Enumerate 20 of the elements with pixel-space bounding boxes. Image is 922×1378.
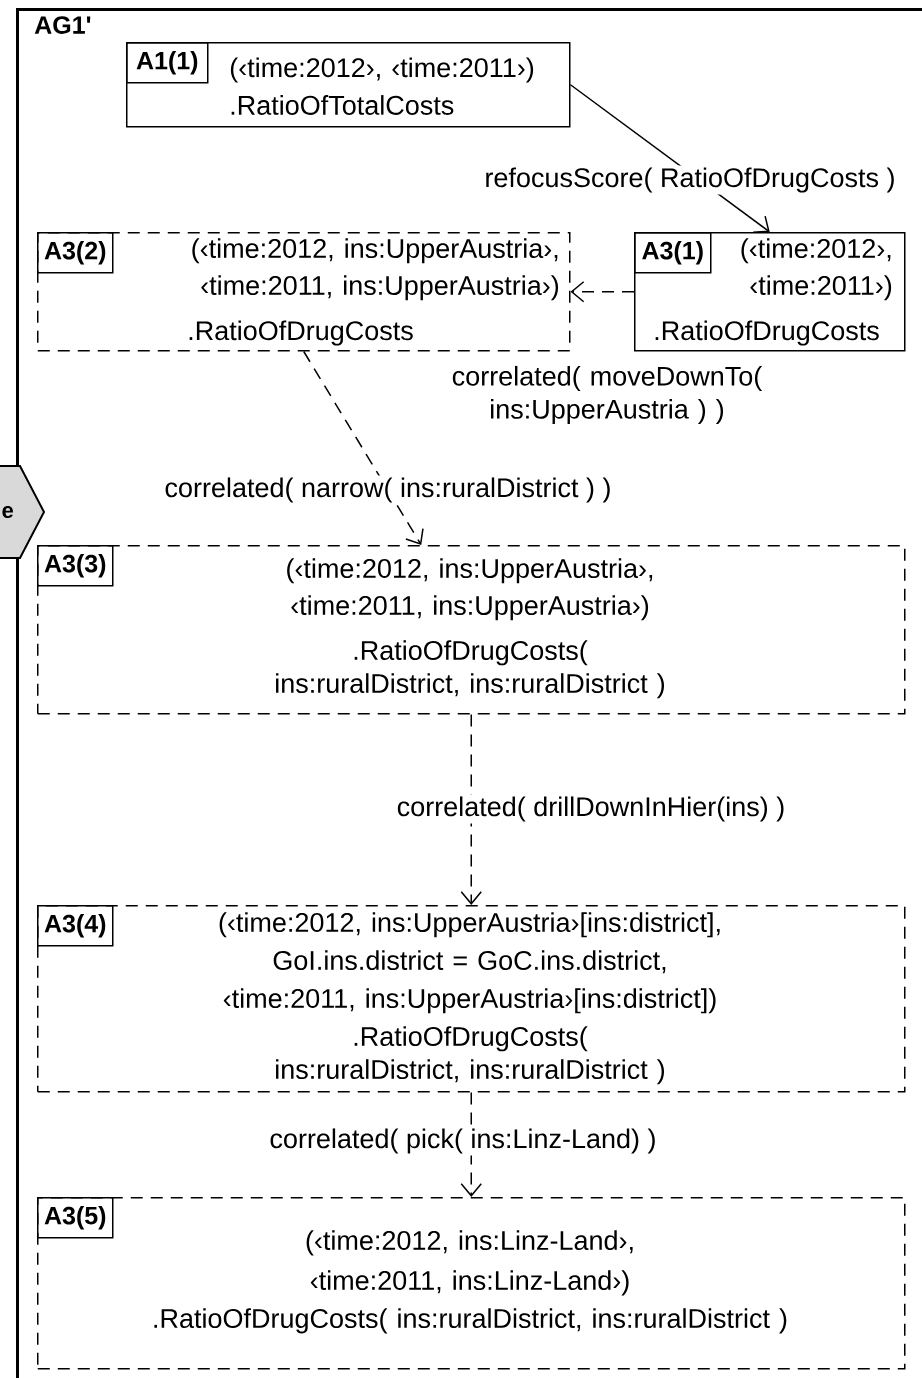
dashed-box: A3(4) (‹time:2012, ins:UpperAustria›[ins:district], GoI.ins.district = GoC.ins.district, ‹time:2011, ins:UpperAustria›[ins:district]) .RatioOfDrugCosts( ins:ruralDistrict, ins:ruralDistrict ) [37, 905, 906, 1093]
tag-label: A3(2) [37, 232, 114, 274]
box: A1(1) (‹time:2012›, ‹time:2011›) .RatioOfTotalCosts [126, 42, 571, 128]
edge-label: correlated( moveDownTo( ins:UpperAustria ) ) [435, 363, 779, 427]
tag-label: A1(1) [126, 42, 209, 84]
dashed-box: A3(5) (‹time:2012, ins:Linz-Land›, ‹time:2011, ins:Linz-Land›) .RatioOfDrugCosts( ins:ruralDistrict, ins:ruralDistrict ) [37, 1197, 906, 1370]
box: A3(1) (‹time:2012›, ‹time:2011›) .RatioOfDrugCosts [634, 232, 906, 352]
edge-label: correlated( narrow( ins:ruralDistrict ) ) [162, 475, 614, 505]
edge-label: correlated( drillDownInHier(ins) ) [394, 794, 788, 824]
tag-label: A3(3) [37, 545, 114, 587]
edge-label: refocusScore( RatioOfDrugCosts ) [482, 165, 898, 195]
tag-label: A3(1) [634, 232, 712, 274]
arrow [570, 281, 635, 303]
arrow [303, 350, 424, 545]
dashed-box: A3(3) (‹time:2012, ins:UpperAustria›, ‹time:2011, ins:UpperAustria›) .RatioOfDrugCosts( ins:ruralDistrict, ins:ruralDistrict ) [37, 545, 906, 715]
tag-label: A3(4) [37, 905, 114, 947]
tag-label: A3(5) [37, 1197, 114, 1239]
arrow [460, 713, 482, 905]
arrow [460, 1091, 482, 1197]
edge-label: correlated( pick( ins:Linz-Land) ) [267, 1126, 659, 1156]
